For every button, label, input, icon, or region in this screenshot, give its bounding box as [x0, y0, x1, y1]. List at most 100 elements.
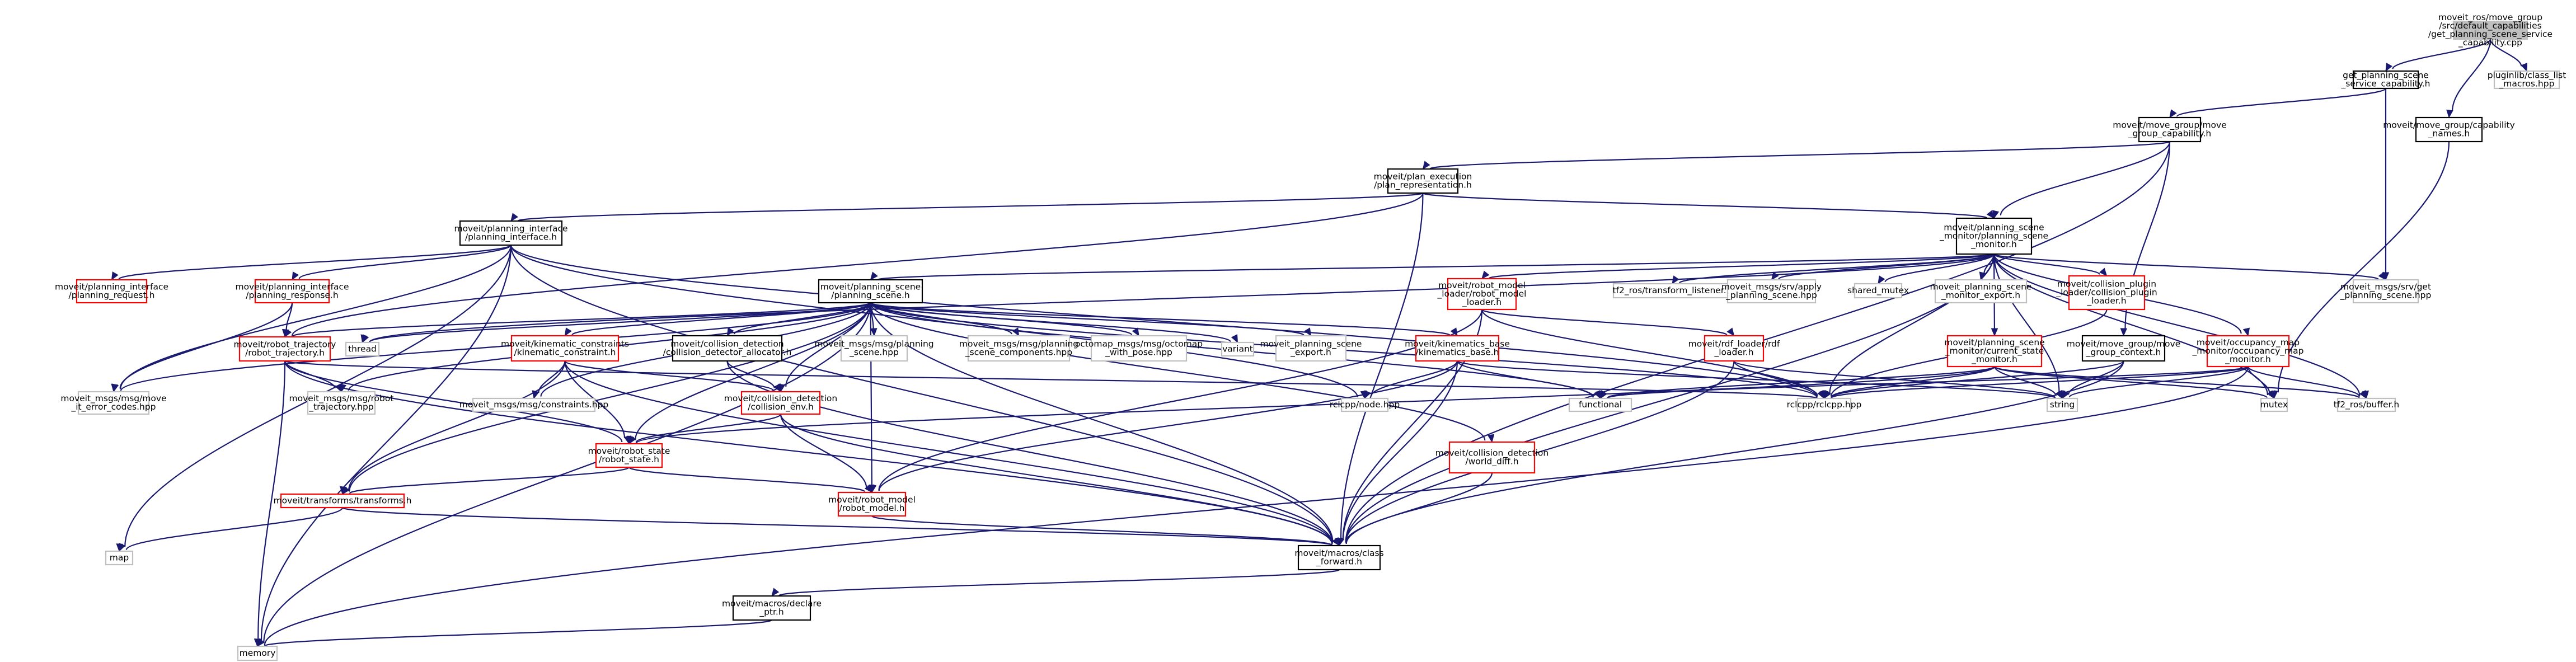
node-psm[interactable]: moveit/planning_scene_monitor/planning_s… [1939, 217, 2048, 255]
node-mgctx[interactable]: moveit/move_group/move_group_context.h [2067, 335, 2180, 362]
node-label-line: moveit/collision_detection [724, 393, 837, 404]
node-box [1387, 168, 1459, 194]
node-label-line: moveit_planning_scene [1260, 339, 1362, 350]
arrowhead [1422, 161, 1430, 170]
node-label-line: _monitor/planning_scene [1939, 231, 2048, 242]
edge-rtraj-to-memory [257, 360, 286, 640]
edge-capnames-to-mutex [2277, 141, 2450, 393]
node-box [1297, 544, 1381, 571]
edge-dptr-to-memory [264, 619, 773, 647]
edge-rstate-to-tfs [349, 466, 630, 494]
node-csm[interactable]: moveit/planning_scene_monitor/current_st… [1944, 335, 2045, 368]
node-rclcpp: rclcpp/rclcpp.hpp [1787, 397, 1861, 412]
node-rmodel[interactable]: moveit/robot_model/robot_model.h [828, 491, 916, 517]
node-label-line: moveit/robot_model [1438, 280, 1526, 291]
node-label-line: _group_capability.h [2128, 129, 2211, 139]
edge-tfs-to-cfwd [341, 506, 1333, 546]
arrowhead [564, 327, 572, 337]
node-pif[interactable]: moveit/planning_interface/planning_inter… [454, 220, 568, 246]
node-rdf[interactable]: moveit/rdf_loader/rdf_loader.h [1688, 335, 1780, 362]
node-box [105, 550, 134, 566]
node-box [818, 279, 923, 304]
node-ps[interactable]: moveit/planning_scene/planning_scene.h [818, 279, 923, 304]
edge-pif-to-pireq [118, 244, 512, 280]
node-tf2l: tf2_ros/transform_listener.h [1612, 283, 1732, 299]
node-capnames[interactable]: moveit/move_group/capability_names.h [2383, 116, 2515, 143]
node-pires[interactable]: moveit/planning_interface/planning_respo… [235, 279, 349, 304]
edge-psm-to-tf2buf [1993, 253, 2361, 396]
node-label-line: moveit/kinematics_base [1405, 339, 1510, 350]
node-dptr[interactable]: moveit/macros/declare_ptr.h [722, 595, 822, 621]
node-cfwd[interactable]: moveit/macros/class_forward.h [1294, 544, 1384, 571]
node-kb[interactable]: moveit/kinematics_base/kinematics_base.h [1405, 335, 1510, 362]
node-label-line: moveit_msgs/srv/get [2340, 282, 2431, 293]
node-box [1796, 397, 1852, 412]
node-cenv[interactable]: moveit/collision_detection/collision_env… [724, 391, 837, 415]
node-label-line: moveit_msgs/msg/move [60, 393, 166, 404]
edge-cenv-to-cfwd [780, 414, 1333, 544]
node-label-line: pluginlib/class_list [2488, 71, 2566, 81]
node-box [254, 279, 330, 304]
edge-psm-to-getps [1993, 253, 2380, 280]
edge-csm-to-mutex [1993, 365, 2268, 398]
node-rclnode: rclcpp/node.hpp [1330, 397, 1400, 412]
node-rstate[interactable]: moveit/robot_state/robot_state.h [588, 443, 670, 468]
node-wdiff[interactable]: moveit/collision_detection/world_diff.h [1435, 441, 1549, 474]
node-gps[interactable]: get_planning_scene_service_capability.h [2341, 71, 2430, 90]
node-label-line: rclcpp/node.hpp [1330, 400, 1400, 410]
arrowhead [342, 486, 350, 495]
arrowhead [726, 327, 734, 337]
node-box [1946, 335, 2043, 368]
node-label-line: moveit/move_group/move [2113, 120, 2226, 131]
arrowhead [1817, 390, 1825, 400]
node-label-line: _planning_scene.hpp [1725, 290, 1817, 301]
node-mgcap[interactable]: moveit/move_group/move_group_capability.… [2113, 116, 2227, 143]
node-box [1415, 335, 1500, 362]
node-planexec[interactable]: moveit/plan_execution/plan_representatio… [1374, 168, 1472, 194]
arrowhead [2521, 63, 2528, 72]
node-root[interactable]: moveit_ros/move_group/src/default_capabi… [2428, 12, 2552, 48]
edge-root-to-gps [2392, 39, 2491, 69]
node-rml[interactable]: moveit/robot_model_loader/robot_model_lo… [1437, 278, 1527, 311]
arrowhead [870, 328, 878, 337]
node-label-line: _loader.h [1714, 348, 1753, 358]
node-variant: variant [1221, 341, 1255, 357]
edge-rdf-to-rclcpp [1733, 360, 1818, 396]
node-box [740, 391, 821, 415]
node-label-line: moveit_ros/move_group [2438, 12, 2542, 23]
node-cpl[interactable]: moveit/collision_plugin_loader/collision… [2056, 275, 2157, 311]
edge-psm-to-shmutex [1884, 253, 1995, 283]
edge-occ-to-mutex [2247, 366, 2270, 393]
node-label-line: moveit_msgs/msg/robot [289, 393, 394, 404]
arrowhead [2062, 390, 2070, 400]
arrowhead [1726, 327, 1735, 337]
node-label-line: _scene.hpp [849, 348, 899, 358]
node-string: string [2046, 397, 2078, 412]
node-cons: moveit_msgs/msg/constraints.hpp [459, 397, 608, 412]
node-label-line: _monitor/occupancy_map [2192, 346, 2303, 356]
node-label-line: moveit/rdf_loader/rdf [1688, 339, 1780, 350]
arrowhead [1304, 327, 1312, 337]
arrowhead [864, 484, 872, 494]
node-label-line: _scene_components.hpp [965, 348, 1072, 358]
edge-rml-to-rclcpp [1481, 309, 1818, 397]
node-kinc[interactable]: moveit/kinematic_constraints/kinematic_c… [501, 335, 629, 362]
node-label-line: moveit/planning_interface [55, 282, 168, 293]
node-cda[interactable]: moveit/collision_detection/collision_det… [663, 335, 792, 362]
node-occ[interactable]: moveit/occupancy_map_monitor/occupancy_m… [2192, 335, 2304, 368]
node-rtraj[interactable]: moveit/robot_trajectory/robot_trajectory… [234, 336, 336, 362]
node-label-line: moveit_planning_scene [1930, 282, 2032, 293]
edge-root-to-pluginlib [2489, 39, 2522, 67]
node-label-line: moveit/planning_interface [235, 282, 349, 293]
node-box [2206, 335, 2290, 368]
edge-psm-to-thread [369, 253, 1995, 343]
node-box [1090, 335, 1188, 362]
node-pireq[interactable]: moveit/planning_interface/planning_reque… [55, 279, 168, 304]
arrowhead [1487, 434, 1495, 443]
node-label-line: /src/default_capabilities [2439, 21, 2541, 31]
node-tfs[interactable]: moveit/transforms/transforms.h [274, 493, 412, 509]
node-label-line: _loader/collision_plugin [2056, 288, 2157, 298]
edge-ps-to-kinc [571, 302, 871, 336]
